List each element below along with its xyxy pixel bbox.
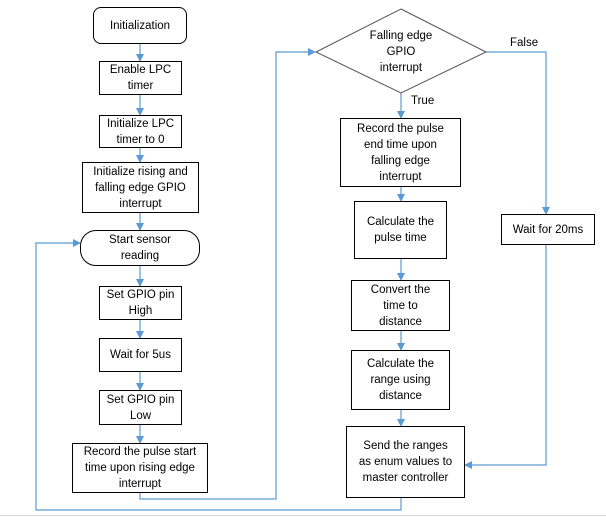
connector-send-loop-back	[35, 239, 402, 511]
set-gpio-high-node: Set GPIO pin High	[99, 286, 182, 320]
falling-edge-decision-label: Falling edge GPIO interrupt	[369, 30, 433, 74]
wait-5us-node: Wait for 5us	[99, 338, 182, 372]
convert-distance-node: Convert the time to distance	[351, 280, 450, 331]
connector-wait20-to-send	[464, 245, 547, 469]
false-label: False	[510, 37, 539, 49]
enable-timer-node: Enable LPC timer	[99, 61, 182, 95]
start-sensor-reading-node: Start sensor reading	[80, 230, 200, 266]
connector-record-to-decision	[139, 48, 316, 500]
wait-20ms-node: Wait for 20ms	[501, 214, 595, 245]
record-start-node: Record the pulse start time upon rising …	[72, 443, 208, 493]
init-timer-node: Initialize LPC timer to 0	[99, 115, 182, 148]
record-end-node: Record the pulse end time upon falling e…	[340, 118, 461, 187]
calc-pulse-time-node: Calculate the pulse time	[354, 201, 447, 259]
calc-range-node: Calculate the range using distance	[351, 350, 450, 410]
falling-edge-decision-shape	[314, 8, 488, 94]
set-gpio-low-node: Set GPIO pin Low	[99, 390, 182, 425]
initialization-node: Initialization	[93, 7, 187, 44]
send-ranges-node: Send the ranges as enum values to master…	[346, 426, 465, 498]
true-label: True	[411, 95, 435, 107]
bottom-divider	[0, 515, 606, 516]
connector-decision-false	[486, 51, 550, 215]
init-gpio-interrupt-node: Initialize rising and falling edge GPIO …	[82, 162, 199, 213]
